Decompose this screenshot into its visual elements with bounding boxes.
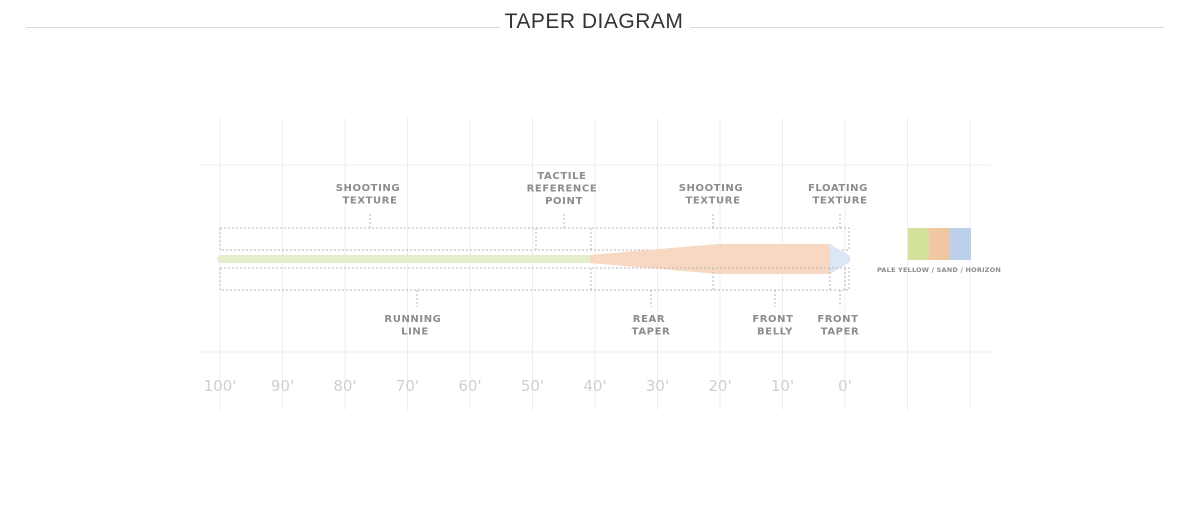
axis-tick-label: 60' [458, 377, 481, 395]
axis-tick-label: 10' [771, 377, 794, 395]
front-belly-label: FRONT BELLY [752, 314, 797, 338]
shooting-texture-label: SHOOTING TEXTURE [336, 183, 405, 207]
grid [200, 118, 990, 410]
axis-tick-label: 40' [583, 377, 606, 395]
axis-tick-label: 50' [521, 377, 544, 395]
title-rule-right [690, 27, 1164, 28]
sand-swatch [929, 228, 950, 260]
rear-taper-label: REAR TAPER [632, 314, 671, 338]
running-line-segment [217, 255, 592, 263]
title-rule-left [26, 27, 500, 28]
fly-line [217, 244, 850, 274]
horizon-swatch [950, 228, 971, 260]
axis-tick-label: 80' [333, 377, 356, 395]
floating-texture-label: FLOATING TEXTURE [808, 183, 872, 207]
color-legend-label: PALE YELLOW / SAND / HORIZON [877, 266, 1001, 274]
axis-tick-label: 100' [204, 377, 237, 395]
top-bracket [219, 214, 850, 251]
shooting-texture-label-2: SHOOTING TEXTURE [679, 183, 748, 207]
tip-segment [830, 244, 850, 274]
axis-tick-label: 30' [646, 377, 669, 395]
pale-yellow-swatch [908, 228, 929, 260]
taper-segment [590, 244, 830, 274]
front-taper-label: FRONT TAPER [817, 314, 862, 338]
axis-tick-label: 0' [838, 377, 852, 395]
bottom-labels: RUNNING LINE REAR TAPER FRONT BELLY FRON… [384, 314, 862, 338]
color-legend: PALE YELLOW / SAND / HORIZON [877, 228, 1001, 274]
axis-tick-label: 70' [396, 377, 419, 395]
axis-tick-label: 90' [271, 377, 294, 395]
running-line-label: RUNNING LINE [384, 314, 445, 338]
bottom-bracket [219, 267, 850, 307]
page-title: TAPER DIAGRAM [504, 10, 684, 33]
tactile-reference-point-label: TACTILE REFERENCE POINT [527, 171, 602, 207]
distance-axis: 100' 90' 80' 70' 60' 50' 40' 30' 20' 10' 0' [204, 377, 852, 395]
top-labels: SHOOTING TEXTURE TACTILE REFERENCE POINT… [336, 171, 872, 207]
axis-tick-label: 20' [708, 377, 731, 395]
